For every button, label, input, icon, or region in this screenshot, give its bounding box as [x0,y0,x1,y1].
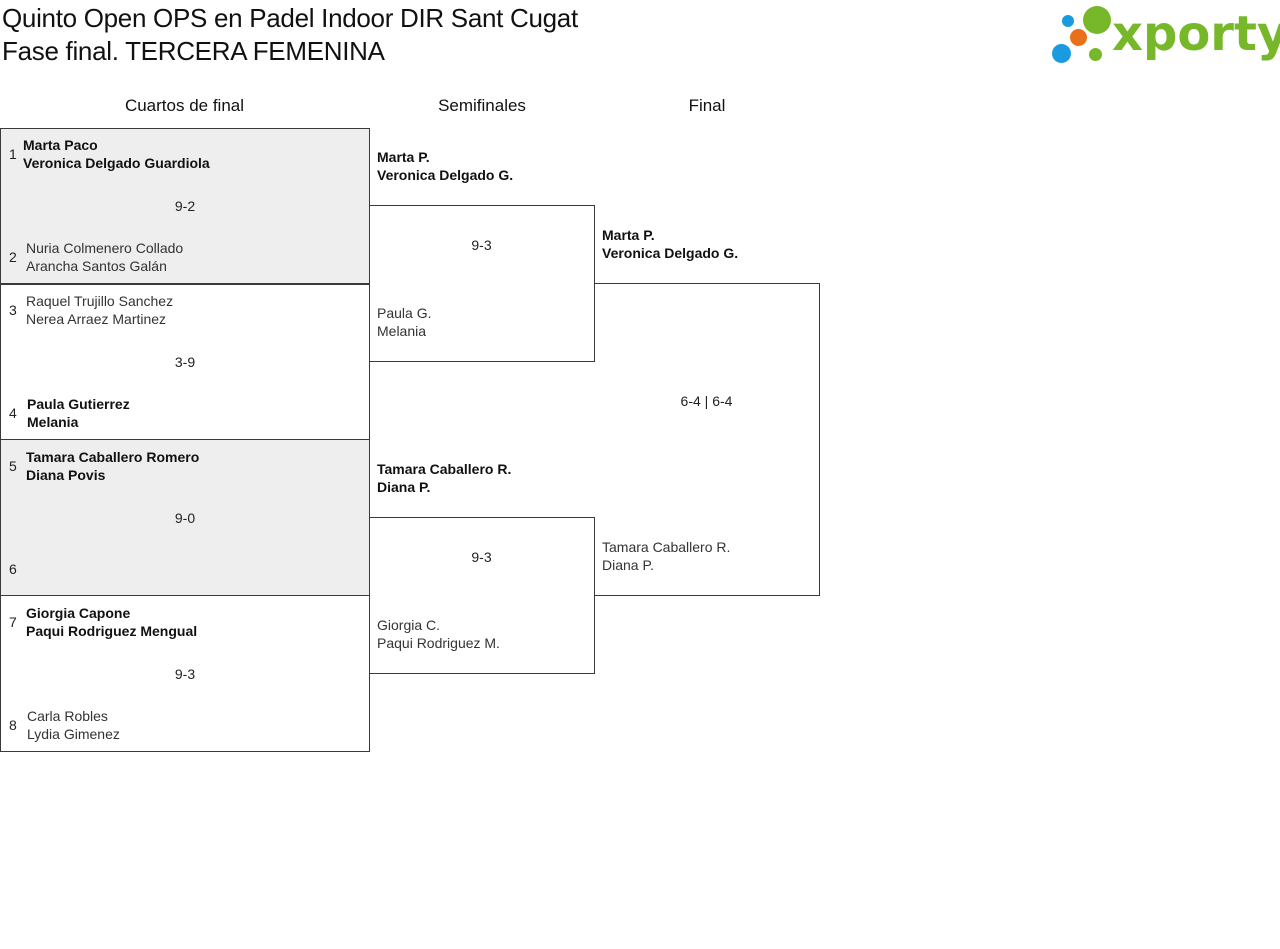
player-2: Lydia Gimenez [27,726,120,742]
phase-category: Fase final. TERCERA FEMENINA [2,36,385,66]
match-score: 6-4 | 6-4 [680,393,733,409]
seed-number: 2 [9,249,17,265]
player-2: Diana Povis [26,467,106,483]
team-bottom[interactable]: Paula Gutierrez Melania [27,395,130,431]
semifinal-2-team-top[interactable]: Tamara Caballero R. Diana P. [377,460,511,496]
player-2: Arancha Santos Galán [26,258,167,274]
player-1: Raquel Trujillo Sanchez [26,293,174,309]
player-1: Nuria Colmenero Collado [26,240,184,256]
player-1: Paula G. [377,305,432,321]
player-2: Paqui Rodriguez Mengual [26,623,198,639]
seed-number: 3 [9,302,17,318]
logo-dot-orange [1070,29,1087,46]
match-score: 3-9 [174,354,196,370]
round-heading-semifinals: Semifinales [438,96,526,115]
player-2: Veronica Delgado G. [602,245,739,261]
player-2: Veronica Delgado Guardiola [23,155,210,171]
team-top[interactable]: Marta Paco Veronica Delgado Guardiola [23,136,210,172]
player-2: Paqui Rodriguez M. [377,635,500,651]
round-heading-quarterfinals: Cuartos de final [124,96,245,115]
match-score: 9-2 [174,198,196,214]
team-top[interactable]: Giorgia Capone Paqui Rodriguez Mengual [26,604,197,640]
player-1: Carla Robles [27,708,108,724]
seed-number: 5 [9,458,17,474]
round-heading-final: Final [688,96,726,115]
page-title: Quinto Open OPS en Padel Indoor DIR Sant… [2,2,578,68]
semifinal-1-team-top[interactable]: Marta P. Veronica Delgado G. [377,148,513,184]
team-top[interactable]: Raquel Trujillo Sanchez Nerea Arraez Mar… [26,292,173,328]
match-score: 9-0 [174,510,196,526]
player-2: Melania [27,414,79,430]
match-score: 9-3 [471,237,492,253]
player-1: Marta Paco [23,137,98,153]
semifinal-match-2[interactable]: 9-3 Giorgia C. Paqui Rodriguez M. [369,517,595,674]
seed-number: 6 [9,561,17,577]
team-top[interactable]: Tamara Caballero Romero Diana Povis [26,448,199,484]
match-score: 9-3 [471,549,492,565]
tournament-name: Quinto Open OPS en Padel Indoor DIR Sant… [2,3,578,33]
player-1: Giorgia Capone [26,605,131,621]
seed-number: 7 [9,614,17,630]
logo-dot-green-large [1083,6,1111,34]
semifinal-2-team-bottom[interactable]: Giorgia C. Paqui Rodriguez M. [377,616,500,652]
player-1: Paula Gutierrez [27,396,130,412]
player-1: Tamara Caballero R. [377,461,512,477]
final-team-bottom[interactable]: Tamara Caballero R. Diana P. [602,538,730,574]
team-bottom[interactable]: Carla Robles Lydia Gimenez [27,707,120,743]
xporty-logo[interactable]: xporty [1050,4,1280,68]
logo-wordmark: xporty [1112,6,1280,62]
player-2: Nerea Arraez Martinez [26,311,167,327]
seed-number: 1 [9,146,17,162]
logo-dot-blue-bottom [1052,44,1071,63]
player-1: Giorgia C. [377,617,441,633]
team-bottom[interactable]: Nuria Colmenero Collado Arancha Santos G… [26,239,183,275]
logo-dot-green-small [1089,48,1102,61]
seed-number: 4 [9,405,17,421]
player-1: Marta P. [377,149,430,165]
quarterfinal-match-1[interactable]: 1 Marta Paco Veronica Delgado Guardiola … [0,128,370,285]
final-team-top[interactable]: Marta P. Veronica Delgado G. [602,226,738,262]
quarterfinal-match-4[interactable]: 7 Giorgia Capone Paqui Rodriguez Mengual… [0,595,370,752]
player-1: Tamara Caballero R. [602,539,731,555]
logo-dot-blue-top [1062,15,1074,27]
semifinal-1-team-bottom[interactable]: Paula G. Melania [377,304,431,340]
player-1: Tamara Caballero Romero [26,449,200,465]
player-2: Melania [377,323,427,339]
final-match[interactable]: 6-4 | 6-4 Tamara Caballero R. Diana P. [594,283,820,596]
semifinal-match-1[interactable]: 9-3 Paula G. Melania [369,205,595,362]
quarterfinal-match-2[interactable]: 3 Raquel Trujillo Sanchez Nerea Arraez M… [0,283,370,440]
player-2: Diana P. [602,557,654,573]
seed-number: 8 [9,717,17,733]
match-score: 9-3 [174,666,196,682]
player-2: Veronica Delgado G. [377,167,514,183]
player-2: Diana P. [377,479,431,495]
quarterfinal-match-3[interactable]: 5 Tamara Caballero Romero Diana Povis 9-… [0,439,370,596]
player-1: Marta P. [602,227,655,243]
